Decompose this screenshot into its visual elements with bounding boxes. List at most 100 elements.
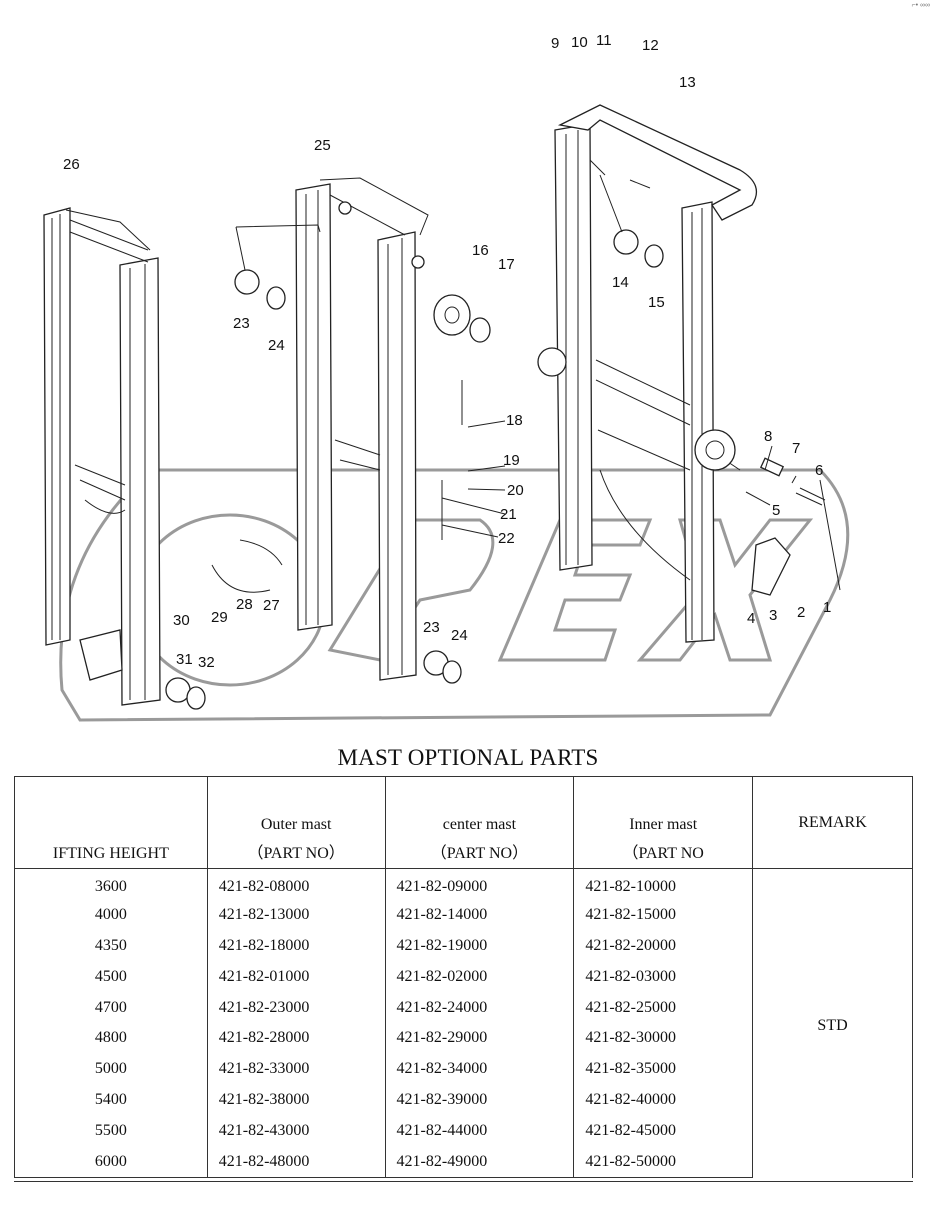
cell-center-mast: 421-82-49000 xyxy=(384,1146,575,1178)
header-lifting-height: IFTING HEIGHT xyxy=(14,776,208,869)
cell-center-mast: 421-82-29000 xyxy=(384,1022,575,1054)
callout-1: 1 xyxy=(823,599,831,616)
cell-outer-mast: 421-82-18000 xyxy=(206,930,386,962)
cell-inner-mast: 421-82-03000 xyxy=(573,961,754,993)
callout-labels: 1 2 3 4 5 6 7 8 9 10 11 12 13 14 15 16 1… xyxy=(63,32,831,671)
cell-center-mast: 421-82-09000 xyxy=(384,868,575,900)
cell-center-mast: 421-82-14000 xyxy=(384,899,575,931)
cell-inner-mast: 421-82-30000 xyxy=(573,1022,754,1054)
callout-32: 32 xyxy=(198,654,215,671)
cell-center-mast: 421-82-44000 xyxy=(384,1115,575,1147)
callout-3: 3 xyxy=(769,607,777,624)
callout-31: 31 xyxy=(176,651,193,668)
cell-lifting-height: 4000 xyxy=(14,899,208,931)
cell-center-mast: 421-82-24000 xyxy=(384,992,575,1023)
cell-center-mast: 421-82-34000 xyxy=(384,1053,575,1085)
cell-outer-mast: 421-82-01000 xyxy=(206,961,386,993)
cell-outer-mast: 421-82-48000 xyxy=(206,1146,386,1178)
callout-24b: 24 xyxy=(451,627,468,644)
corner-mark: ⌐• ∞∞ xyxy=(911,2,930,9)
cell-outer-mast: 421-82-08000 xyxy=(206,868,386,900)
callout-16: 16 xyxy=(472,242,489,259)
callout-8: 8 xyxy=(764,428,772,445)
cell-lifting-height: 5500 xyxy=(14,1115,208,1147)
callout-6: 6 xyxy=(815,462,823,479)
callout-12: 12 xyxy=(642,37,659,54)
callout-5: 5 xyxy=(772,502,780,519)
center-mast xyxy=(295,177,429,681)
cell-inner-mast: 421-82-25000 xyxy=(573,992,754,1023)
cell-outer-mast: 421-82-43000 xyxy=(206,1115,386,1147)
callout-27: 27 xyxy=(263,597,280,614)
callout-15: 15 xyxy=(648,294,665,311)
cell-outer-mast: 421-82-13000 xyxy=(206,899,386,931)
cell-lifting-height: 4700 xyxy=(14,992,208,1023)
callout-30: 30 xyxy=(173,612,190,629)
cell-inner-mast: 421-82-15000 xyxy=(573,899,754,931)
callout-4: 4 xyxy=(747,610,755,627)
leader-lines xyxy=(235,159,841,591)
inner-mast xyxy=(537,104,758,643)
header-outer-mast: Outer mast （PART NO） xyxy=(206,776,386,869)
callout-25: 25 xyxy=(314,137,331,154)
cell-center-mast: 421-82-02000 xyxy=(384,961,575,993)
cell-center-mast: 421-82-19000 xyxy=(384,930,575,962)
callout-24: 24 xyxy=(268,337,285,354)
header-remark: REMARK xyxy=(752,776,913,869)
table-title: MAST OPTIONAL PARTS xyxy=(337,745,599,770)
callout-7: 7 xyxy=(792,440,800,457)
cell-inner-mast: 421-82-35000 xyxy=(573,1053,754,1085)
callout-9: 9 xyxy=(551,35,559,52)
callout-22: 22 xyxy=(498,530,515,547)
callout-29: 29 xyxy=(211,609,228,626)
callout-11: 11 xyxy=(596,32,612,49)
callout-28: 28 xyxy=(236,596,253,613)
cell-inner-mast: 421-82-20000 xyxy=(573,930,754,962)
cell-lifting-height: 4500 xyxy=(14,961,208,993)
callout-18: 18 xyxy=(506,412,523,429)
rollers xyxy=(165,229,826,710)
callout-26: 26 xyxy=(63,156,80,173)
cell-lifting-height: 5000 xyxy=(14,1053,208,1085)
cell-outer-mast: 421-82-33000 xyxy=(206,1053,386,1085)
callout-13: 13 xyxy=(679,74,696,91)
mast-parts-table: IFTING HEIGHT Outer mast （PART NO） cente… xyxy=(14,776,913,1178)
cell-lifting-height: 4350 xyxy=(14,930,208,962)
header-inner-mast: Inner mast （PART NO xyxy=(573,776,754,869)
bottom-rule xyxy=(14,1181,913,1182)
cell-outer-mast: 421-82-28000 xyxy=(206,1022,386,1054)
cell-inner-mast: 421-82-10000 xyxy=(573,868,754,900)
cell-outer-mast: 421-82-38000 xyxy=(206,1084,386,1116)
callout-17: 17 xyxy=(498,256,515,273)
cell-center-mast: 421-82-39000 xyxy=(384,1084,575,1116)
callout-19: 19 xyxy=(503,452,520,469)
mast-exploded-diagram: 1 2 3 4 5 6 7 8 9 10 11 12 13 14 15 16 1… xyxy=(43,32,850,722)
cell-inner-mast: 421-82-40000 xyxy=(573,1084,754,1116)
cell-lifting-height: 4800 xyxy=(14,1022,208,1054)
callout-2: 2 xyxy=(797,604,805,621)
callout-10: 10 xyxy=(571,34,588,51)
cell-lifting-height: 6000 xyxy=(14,1146,208,1178)
cell-inner-mast: 421-82-50000 xyxy=(573,1146,754,1178)
callout-21: 21 xyxy=(500,506,517,523)
callout-20: 20 xyxy=(507,482,524,499)
callout-23b: 23 xyxy=(423,619,440,636)
cell-remark: STD xyxy=(752,868,913,1178)
cell-lifting-height: 5400 xyxy=(14,1084,208,1116)
cell-inner-mast: 421-82-45000 xyxy=(573,1115,754,1147)
callout-14: 14 xyxy=(612,274,629,291)
callout-23: 23 xyxy=(233,315,250,332)
cell-lifting-height: 3600 xyxy=(14,868,208,900)
header-center-mast: center mast （PART NO） xyxy=(384,776,575,869)
